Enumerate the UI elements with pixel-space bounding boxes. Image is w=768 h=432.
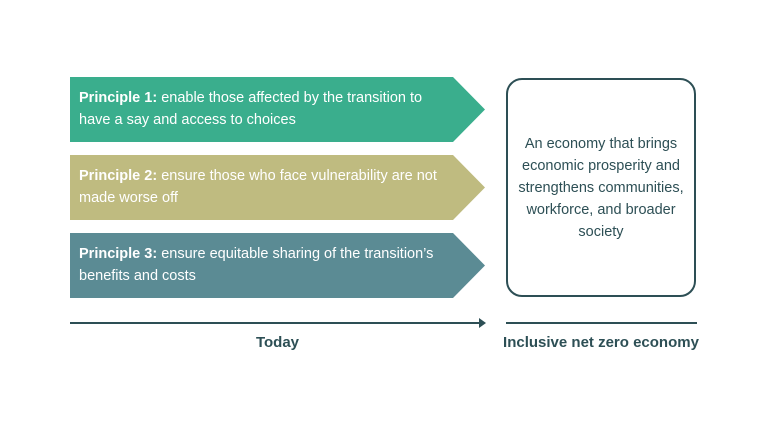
timeline-arrow-line bbox=[70, 322, 480, 324]
principle-2-label: Principle 2: bbox=[79, 168, 158, 184]
goal-underline bbox=[506, 322, 697, 324]
goal-box: An economy that brings economic prosperi… bbox=[506, 78, 696, 297]
principle-1-label: Principle 1: bbox=[79, 90, 158, 106]
principle-3-text: ensure equitable sharing of the transiti… bbox=[79, 246, 434, 284]
principle-2-arrow: Principle 2: ensure those who face vulne… bbox=[70, 155, 485, 220]
goal-text: An economy that brings economic prosperi… bbox=[518, 135, 684, 240]
principle-3-label: Principle 3: bbox=[79, 246, 158, 262]
goal-label: Inclusive net zero economy bbox=[503, 334, 699, 351]
timeline-arrowhead-icon bbox=[479, 318, 486, 328]
today-label: Today bbox=[255, 334, 300, 351]
principle-1-arrow: Principle 1: enable those affected by th… bbox=[70, 77, 485, 142]
principle-2-text: ensure those who face vulnerability are … bbox=[79, 168, 437, 206]
principle-3-arrow: Principle 3: ensure equitable sharing of… bbox=[70, 233, 485, 298]
principle-1-text: enable those affected by the transition … bbox=[79, 90, 423, 128]
